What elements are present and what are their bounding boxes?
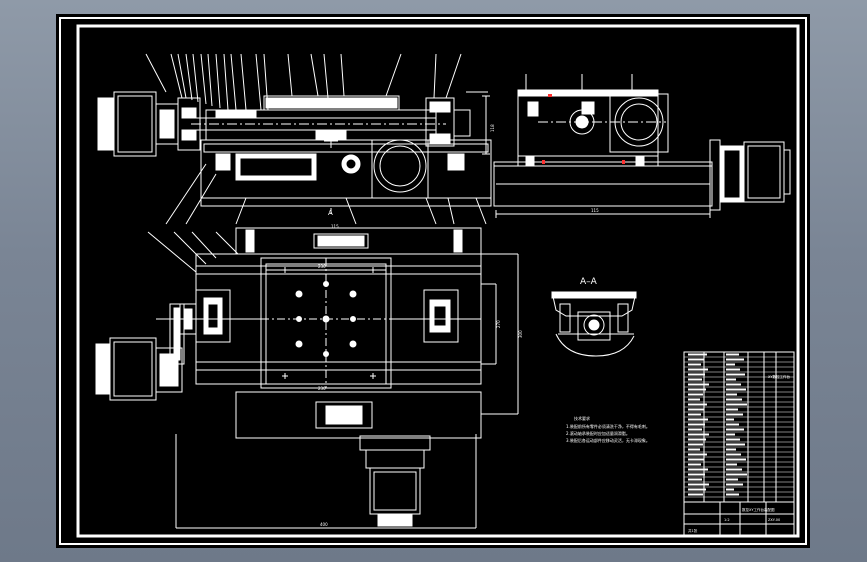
parts-row-text — [688, 408, 704, 411]
parts-row-text — [688, 433, 709, 436]
parts-row-text — [688, 368, 708, 371]
title-scale: 1:2 — [724, 518, 730, 522]
parts-row-text — [688, 428, 702, 431]
dim-side-length: 115 — [331, 224, 339, 229]
parts-row-text — [688, 493, 703, 496]
parts-row-text — [726, 468, 742, 471]
parts-row-text — [726, 473, 747, 476]
parts-row-text — [688, 463, 701, 466]
parts-row-text — [726, 483, 743, 486]
view-marker: A — [328, 209, 333, 217]
title-name: 数控XY工作台装配图 — [742, 507, 775, 512]
parts-row-text — [726, 428, 744, 431]
parts-row-text — [688, 453, 707, 456]
dim-table-inner: 230 — [318, 386, 326, 391]
parts-row-text — [726, 458, 746, 461]
parts-row-text — [726, 438, 740, 441]
dim-right-height-2: 300 — [518, 330, 523, 338]
parts-row-text — [688, 483, 709, 486]
parts-row-text — [726, 383, 741, 386]
parts-row-text — [726, 353, 739, 356]
assembly-drawing: A–A A 技术要求 1.装配前所有零件必须清洗干净，不得有毛刺。 2.滚动轴承… — [59, 17, 807, 545]
parts-row-text — [688, 398, 700, 401]
plan-view — [95, 227, 519, 529]
section-a-a — [551, 291, 637, 357]
parts-row-text — [688, 418, 708, 421]
parts-row-text — [688, 403, 707, 406]
parts-row-text — [726, 488, 734, 491]
title-sheet: 共1张 — [688, 528, 698, 533]
parts-list — [683, 351, 795, 503]
parts-row-text — [726, 413, 743, 416]
parts-row-text — [688, 373, 705, 376]
parts-row-text — [726, 433, 735, 436]
dim-overall-width: 600 — [346, 406, 354, 411]
parts-row-text — [688, 488, 706, 491]
parts-row-text — [688, 468, 708, 471]
parts-row-text — [726, 453, 741, 456]
parts-row-text — [688, 378, 702, 381]
parts-row-text — [688, 448, 700, 451]
parts-header: XY数控工作台 — [768, 374, 791, 379]
parts-row-text — [726, 418, 734, 421]
side-view — [493, 74, 791, 218]
parts-row-text — [726, 398, 742, 401]
parts-row-text — [688, 473, 705, 476]
parts-row-text — [688, 383, 709, 386]
dim-right-height: 270 — [496, 320, 501, 328]
parts-row-text — [688, 353, 707, 356]
cad-viewport[interactable]: A–A A 技术要求 1.装配前所有零件必须清洗干净，不得有毛刺。 2.滚动轴承… — [56, 14, 810, 548]
dim-side-vertical: 118 — [490, 124, 495, 132]
front-section-view — [97, 53, 492, 225]
dim-top-length: 115 — [591, 208, 599, 213]
parts-row-text — [726, 363, 735, 366]
parts-row-text — [726, 423, 739, 426]
parts-row-text — [726, 478, 738, 481]
parts-row-text — [688, 358, 704, 361]
parts-row-text — [688, 423, 705, 426]
parts-row-text — [726, 493, 739, 496]
section-label: A–A — [580, 277, 598, 287]
parts-row-text — [688, 363, 701, 366]
parts-row-text — [726, 373, 745, 376]
notes-title: 技术要求 — [574, 415, 590, 421]
parts-row-text — [726, 443, 745, 446]
note-3: 3.装配后各运动部件应移动灵活，无卡滞现象。 — [566, 437, 650, 443]
dim-table-width: 230 — [318, 264, 326, 269]
title-drawing-no: ZXY-00 — [768, 518, 780, 522]
parts-row-text — [726, 378, 736, 381]
parts-row-text — [726, 358, 744, 361]
inner-frame — [76, 24, 800, 538]
parts-row-text — [688, 438, 706, 441]
parts-row-text — [688, 458, 704, 461]
outer-frame — [59, 17, 807, 545]
note-2: 2.滚动轴承装配时应加适量润滑脂。 — [566, 430, 630, 436]
red-accents — [542, 94, 625, 164]
note-1: 1.装配前所有零件必须清洗干净，不得有毛刺。 — [566, 423, 650, 429]
parts-row-text — [688, 393, 703, 396]
parts-row-text — [726, 393, 737, 396]
title-block — [683, 501, 795, 537]
parts-row-text — [726, 388, 746, 391]
dim-bottom-overall: 400 — [320, 522, 328, 527]
parts-row-text — [688, 388, 706, 391]
parts-row-text — [726, 408, 738, 411]
parts-row-text — [726, 463, 737, 466]
parts-row-text — [688, 413, 701, 416]
parts-row-text — [688, 478, 702, 481]
parts-row-text — [726, 368, 740, 371]
parts-row-text — [688, 443, 703, 446]
parts-row-text — [726, 403, 747, 406]
parts-row-text — [726, 448, 736, 451]
